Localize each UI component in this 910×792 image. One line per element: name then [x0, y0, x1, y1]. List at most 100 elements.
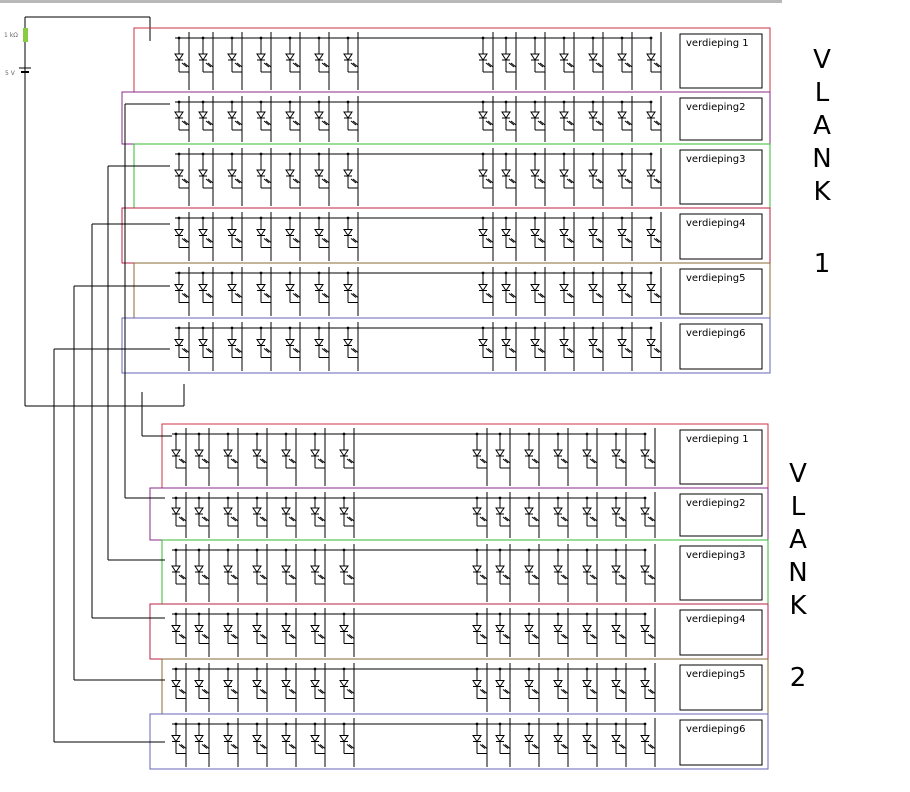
led-icon: [174, 273, 190, 298]
layer-3: verdieping3: [133, 143, 771, 209]
layer-label: verdieping3: [686, 154, 745, 165]
layer-frame: [149, 487, 769, 541]
led-icon: [553, 724, 569, 749]
led-icon: [646, 273, 662, 298]
led-icon: [227, 218, 243, 243]
led-icon: [646, 154, 662, 184]
led-icon: [198, 154, 214, 184]
led-icon: [339, 614, 355, 639]
led-icon: [582, 614, 598, 639]
led-icon: [171, 434, 187, 464]
layer-label-box: verdieping6: [679, 719, 763, 766]
led-icon: [194, 669, 210, 694]
resistor-label: 1 kΩ: [4, 32, 18, 39]
layer-label: verdieping6: [686, 724, 745, 735]
layer-label: verdieping 1: [686, 434, 749, 445]
led-icon: [617, 273, 633, 298]
led-icon: [640, 498, 656, 522]
led-icon: [227, 38, 243, 68]
led-icon: [478, 273, 494, 298]
led-icon: [285, 102, 301, 126]
led-icon: [223, 498, 239, 522]
led-icon: [256, 328, 272, 353]
led-icon: [223, 669, 239, 694]
led-icon: [524, 669, 540, 694]
layer-label: verdieping2: [686, 498, 745, 509]
led-icon: [252, 614, 268, 639]
led-icon: [256, 154, 272, 184]
layer-frame: [121, 317, 771, 374]
led-icon: [501, 38, 517, 68]
layer-label-box: verdieping2: [679, 493, 763, 537]
layer-4: verdieping4: [121, 207, 771, 264]
led-icon: [640, 614, 656, 639]
led-icon: [223, 434, 239, 464]
layer-label: verdieping5: [686, 273, 745, 284]
layer-label: verdieping6: [686, 328, 745, 339]
led-icon: [478, 102, 494, 126]
led-icon: [227, 273, 243, 298]
led-icon: [343, 273, 359, 298]
led-icon: [495, 434, 511, 464]
led-icon: [174, 102, 190, 126]
svg-text:2: 2: [790, 663, 807, 693]
layer-label-box: verdieping 1: [679, 33, 763, 89]
layer-label-box: verdieping5: [679, 268, 763, 315]
led-icon: [343, 154, 359, 184]
svg-text:N: N: [812, 144, 831, 174]
layer-4: verdieping4: [149, 603, 769, 660]
led-icon: [314, 273, 330, 298]
led-icon: [617, 218, 633, 243]
led-icon: [478, 328, 494, 353]
led-icon: [194, 498, 210, 522]
led-icon: [223, 724, 239, 749]
battery-label: 5 V: [5, 70, 16, 77]
led-icon: [495, 550, 511, 580]
led-icon: [640, 550, 656, 580]
led-icon: [285, 273, 301, 298]
led-icon: [174, 218, 190, 243]
led-icon: [281, 550, 297, 580]
led-icon: [339, 498, 355, 522]
led-icon: [194, 434, 210, 464]
led-icon: [646, 102, 662, 126]
led-icon: [285, 218, 301, 243]
layer-label: verdieping4: [686, 218, 745, 229]
led-icon: [588, 218, 604, 243]
led-icon: [194, 550, 210, 580]
led-icon: [339, 434, 355, 464]
led-icon: [252, 724, 268, 749]
led-icon: [495, 614, 511, 639]
led-icon: [530, 328, 546, 353]
layer-5: verdieping5: [133, 262, 771, 319]
led-icon: [256, 218, 272, 243]
layer-label-box: verdieping3: [679, 545, 763, 601]
led-icon: [582, 724, 598, 749]
led-icon: [530, 154, 546, 184]
layer-5: verdieping5: [161, 658, 769, 715]
led-icon: [227, 328, 243, 353]
layer-frame: [149, 603, 769, 660]
led-icon: [478, 218, 494, 243]
led-icon: [559, 38, 575, 68]
led-icon: [495, 724, 511, 749]
led-icon: [174, 38, 190, 68]
led-icon: [174, 328, 190, 353]
led-icon: [640, 669, 656, 694]
resistor: [23, 28, 28, 42]
led-icon: [343, 38, 359, 68]
layer-label: verdieping5: [686, 669, 745, 680]
led-icon: [588, 328, 604, 353]
power-source: 1 kΩ 5 V: [4, 16, 151, 406]
led-icon: [524, 498, 540, 522]
led-icon: [553, 614, 569, 639]
layer-frame: [121, 91, 771, 145]
led-icon: [472, 724, 488, 749]
led-icon: [559, 328, 575, 353]
led-icon: [588, 154, 604, 184]
layer-2: verdieping2: [121, 91, 771, 145]
led-icon: [617, 154, 633, 184]
led-icon: [252, 434, 268, 464]
led-icon: [171, 724, 187, 749]
